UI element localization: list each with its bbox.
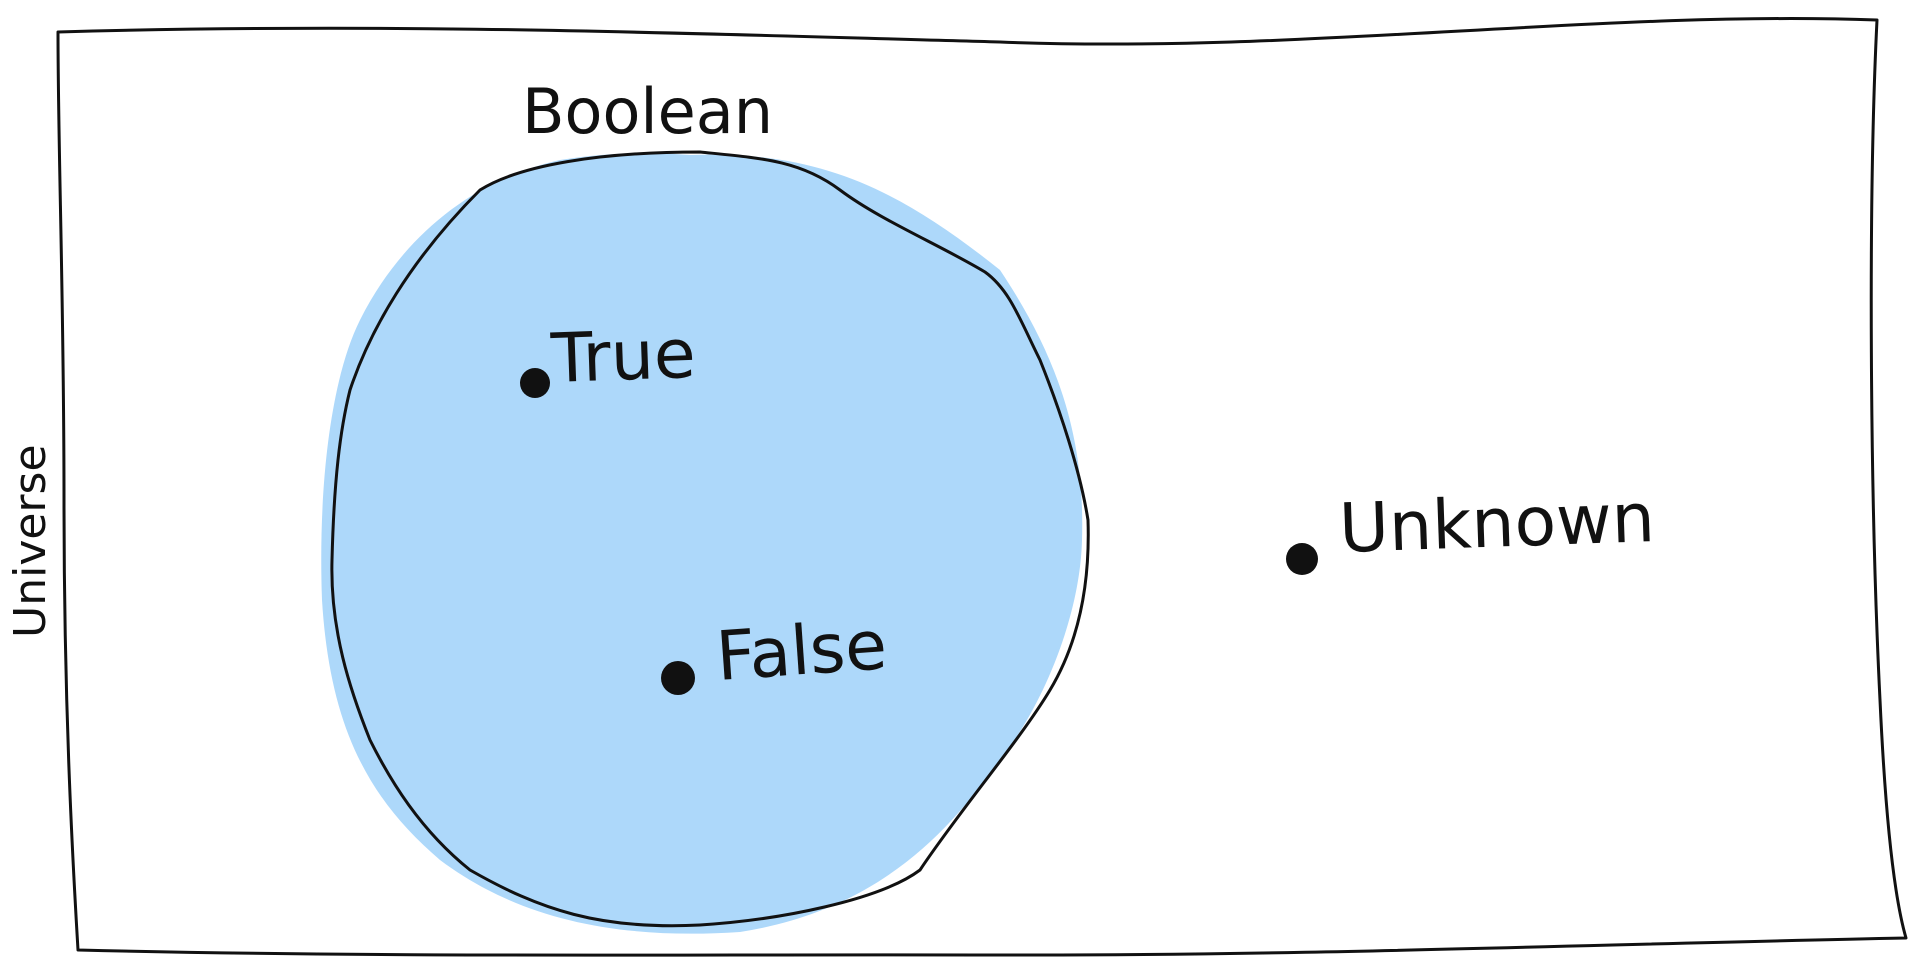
true-point [520, 368, 550, 398]
universe-boundary [56, 17, 1908, 957]
false-point [661, 661, 695, 695]
boolean-set-label: Boolean [522, 75, 773, 148]
true-label: True [549, 315, 697, 399]
boolean-set-outline [330, 150, 1090, 928]
boolean-set-fill [321, 153, 1083, 934]
unknown-label: Unknown [1338, 479, 1656, 569]
unknown-point [1286, 543, 1318, 575]
universe-label: Universe [5, 444, 56, 638]
false-label: False [714, 606, 890, 697]
